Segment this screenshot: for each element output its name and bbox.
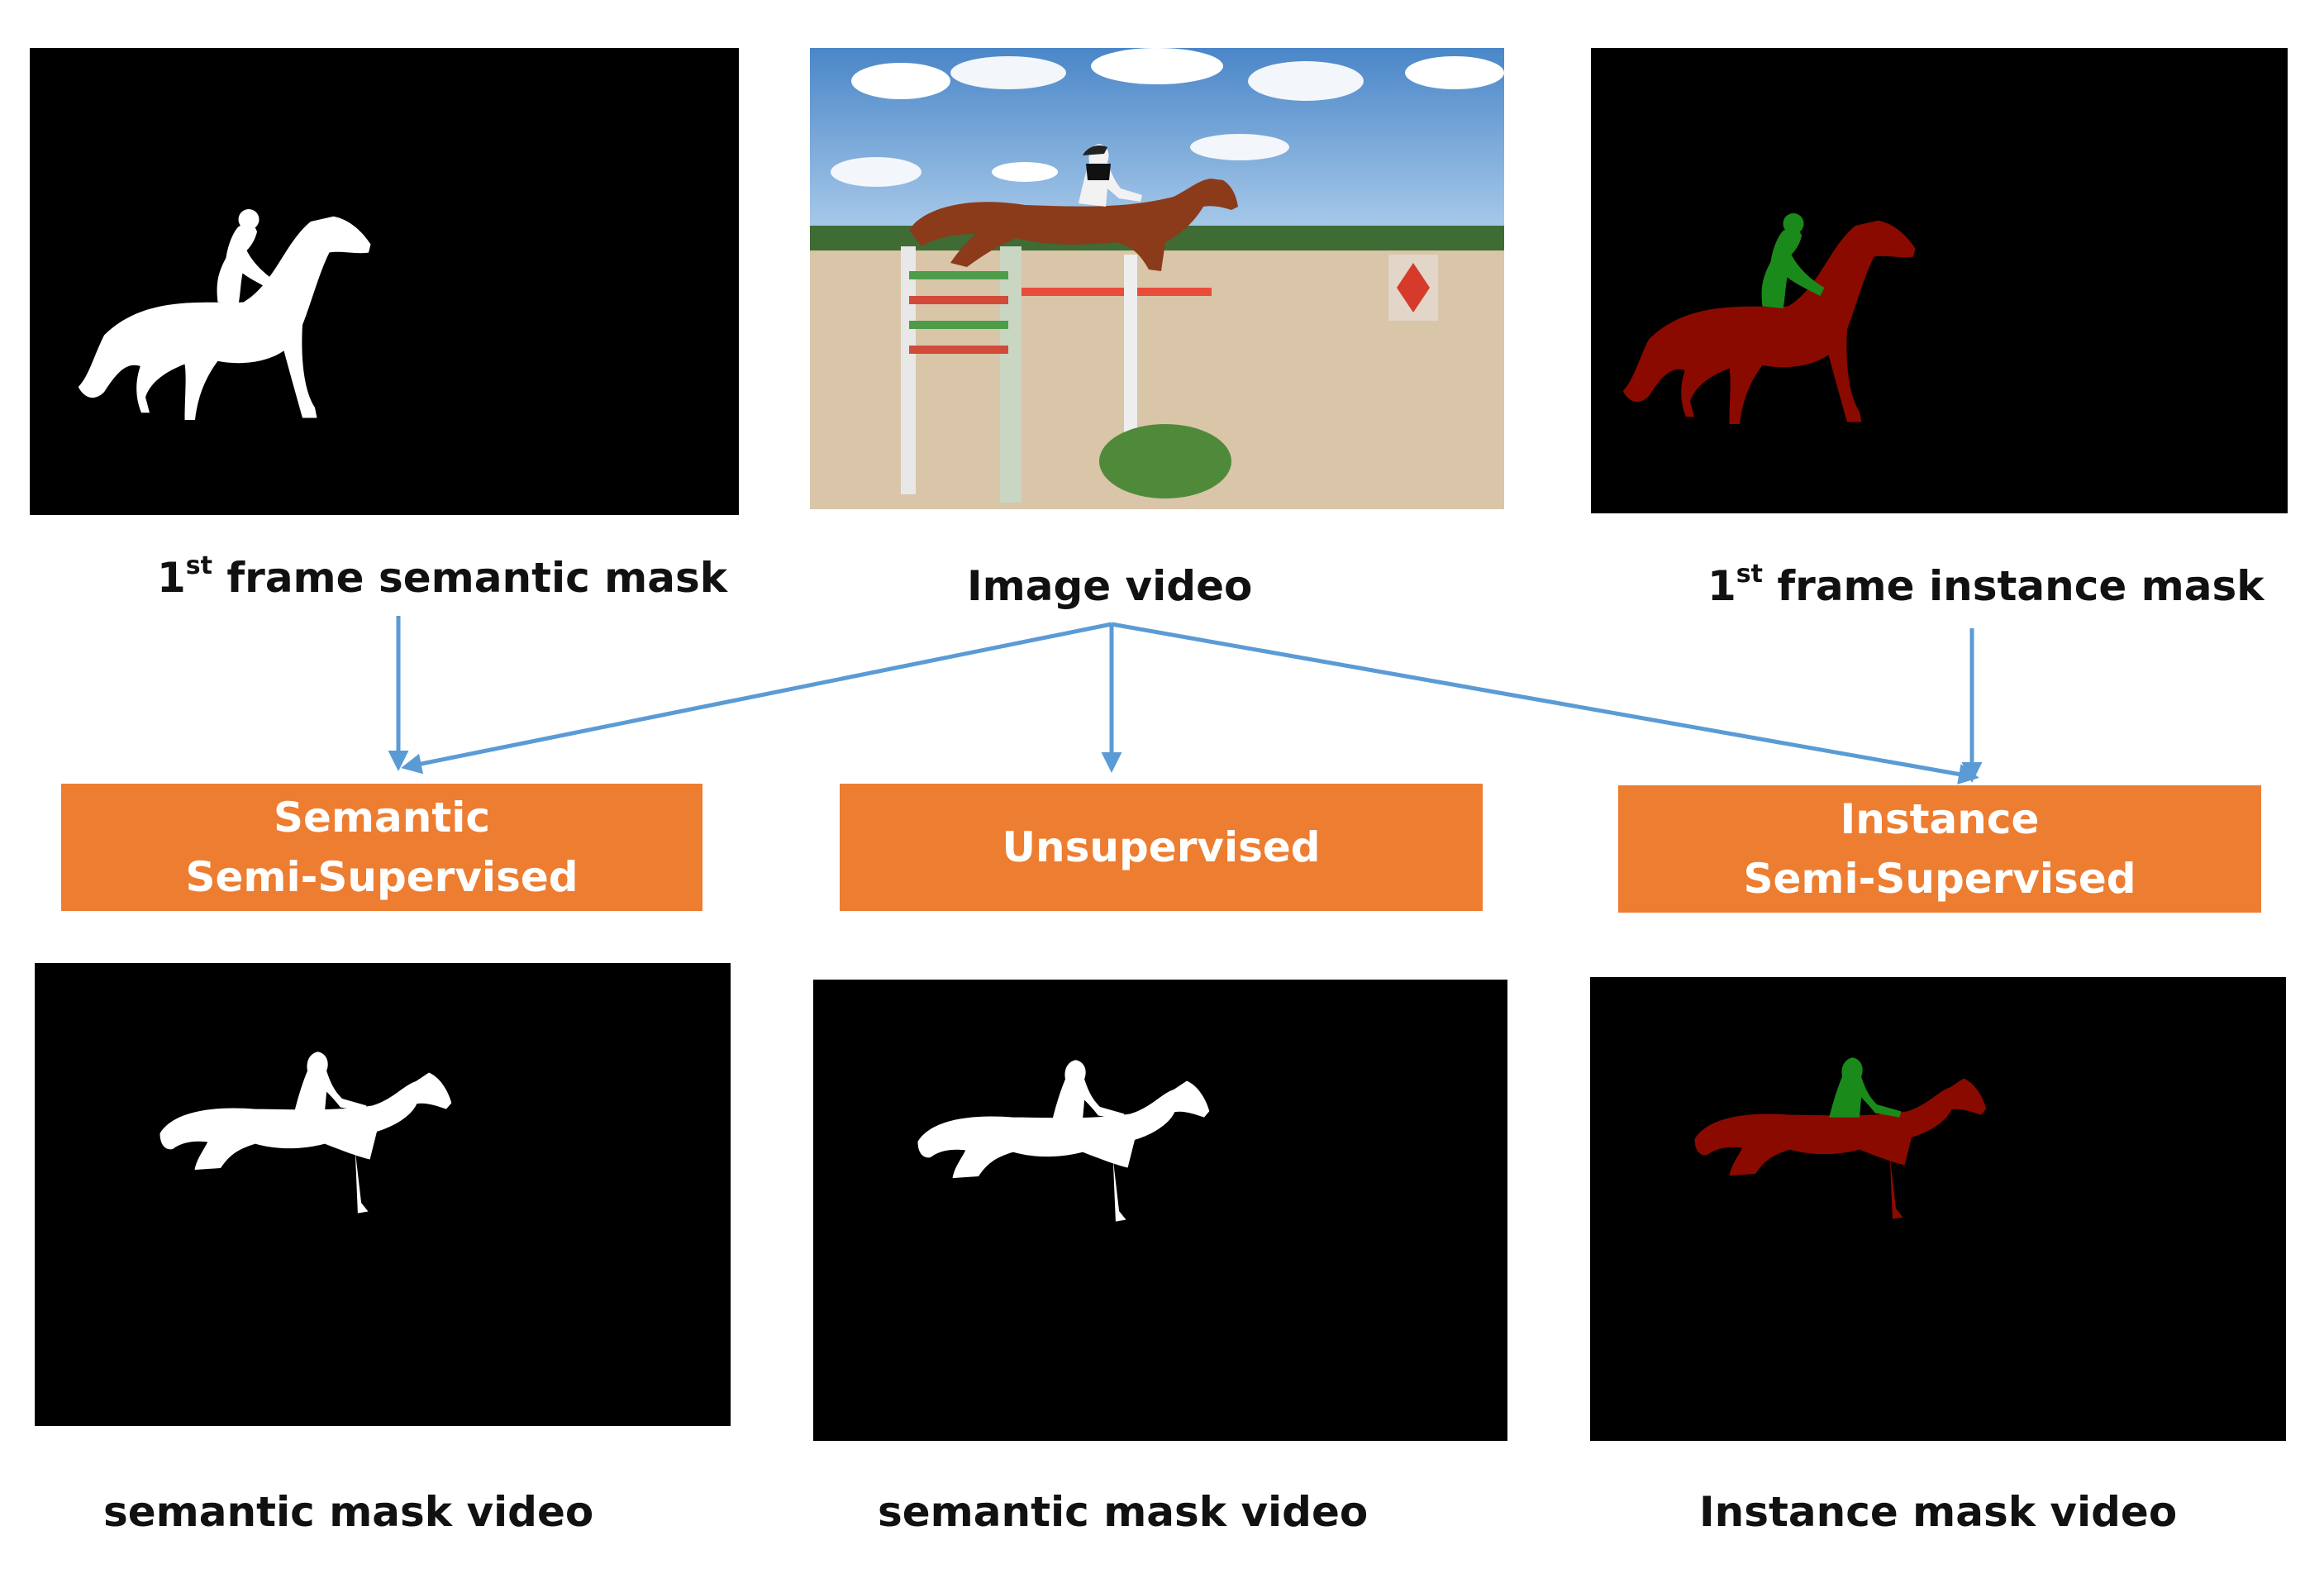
first-frame-instance-caption: 1st frame instance mask: [1707, 560, 2264, 611]
output-caption-semantic-2: semantic mask video: [878, 1488, 1369, 1536]
first-frame-semantic-caption: 1st frame semantic mask: [157, 551, 728, 603]
instance-jump-silhouette: [1694, 1057, 1987, 1219]
show-jumping-photo: [810, 48, 1504, 509]
task-instance-semi-supervised: Instance Semi-Supervised: [1618, 785, 2261, 913]
output-caption-semantic-1: semantic mask video: [103, 1488, 594, 1536]
instance-horse-rider-silhouette: [1622, 213, 1916, 424]
first-frame-instance-mask-panel: [1591, 48, 2288, 513]
semantic-jump-silhouette-1: [160, 1052, 452, 1214]
first-frame-semantic-mask-panel: [30, 48, 739, 515]
instance-mask-video-panel: [1590, 977, 2286, 1441]
semantic-mask-video-panel-1: [35, 963, 731, 1426]
image-video-frame: [810, 48, 1504, 509]
task-semantic-semi-supervised: Semantic Semi-Supervised: [61, 784, 702, 911]
arrow-video-to-semantic-task: [401, 622, 1112, 775]
output-caption-instance: Instance mask video: [1699, 1488, 2178, 1536]
semantic-mask-video-panel-2: [813, 980, 1507, 1441]
image-video-caption: Image video: [967, 562, 1253, 610]
semantic-jump-silhouette-2: [917, 1060, 1210, 1222]
task-unsupervised: Unsupervised: [840, 784, 1483, 911]
arrow-video-to-instance-task: [1111, 622, 1979, 784]
semantic-horse-silhouette: [78, 209, 371, 420]
